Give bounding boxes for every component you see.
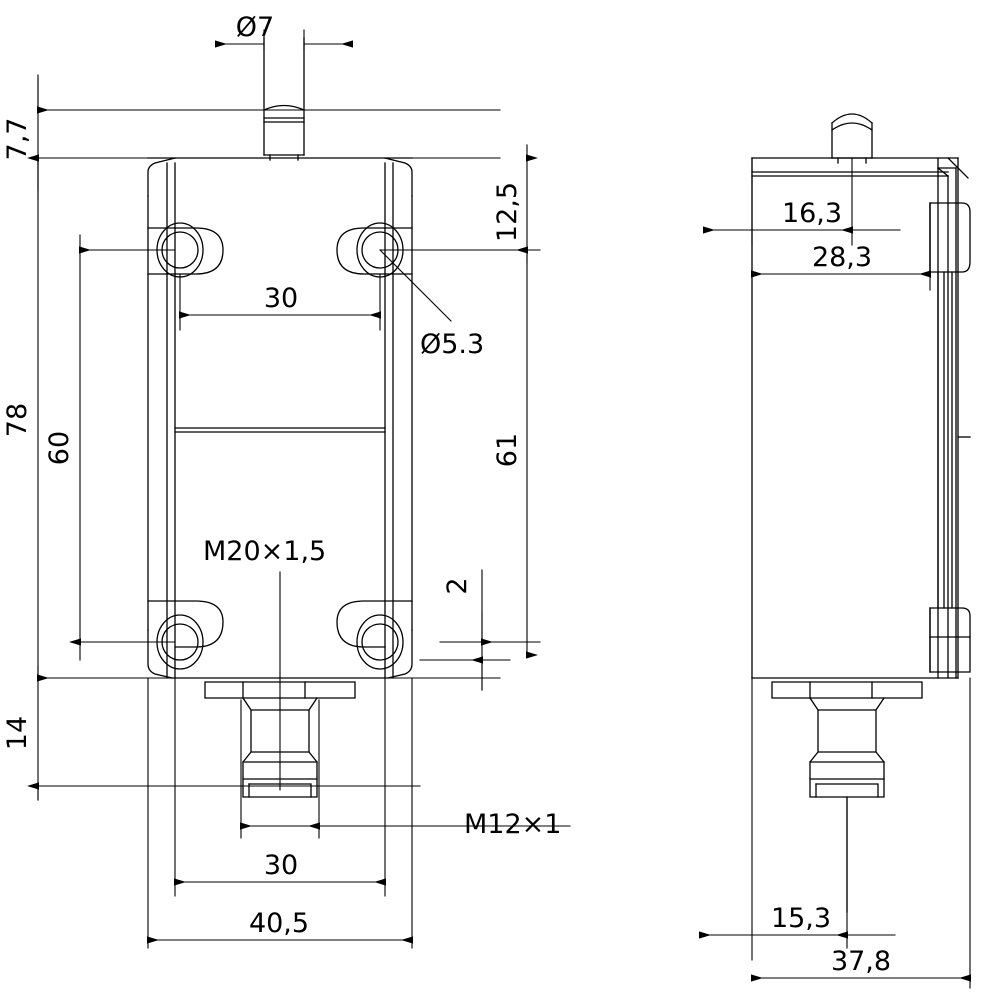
- dim-body-height: 61: [492, 433, 523, 467]
- dim-bottom-edge-offset: 2: [442, 577, 473, 594]
- connector-block-lower: [929, 607, 971, 673]
- dim-plunger-height: 7,7: [2, 118, 33, 161]
- dim-top-offset: 12,5: [492, 182, 523, 242]
- dimension-texts: Ø7 7,7 78 60 30 Ø5.3 12,5 61 2 14 M20×1,…: [2, 12, 891, 977]
- mounting-boss-bottom-right: [336, 600, 404, 670]
- front-view: [147, 37, 413, 798]
- connector-block-upper: [929, 202, 971, 273]
- dim-plunger-diameter: Ø7: [236, 12, 274, 43]
- label-thread-m20: M20×1,5: [203, 536, 326, 567]
- inner-rails: [147, 162, 413, 679]
- dim-side-connector-offset: 15,3: [771, 903, 831, 934]
- dim-side-offset-top: 16,3: [782, 198, 842, 229]
- dim-body-width: 40,5: [249, 908, 309, 939]
- dimension-lines: [27, 29, 971, 989]
- plunger-actuator: [263, 37, 305, 161]
- label-thread-m12: M12×1: [464, 809, 561, 840]
- side-view: [751, 113, 971, 913]
- internal-ribs-side: [937, 271, 971, 609]
- dim-bottom-height: 14: [2, 716, 33, 750]
- body-outline-side: [751, 157, 969, 679]
- dim-side-width-upper: 28,3: [812, 242, 872, 273]
- dim-side-total-width: 37,8: [831, 946, 891, 977]
- dim-hole-spacing-vertical: 60: [44, 431, 75, 465]
- dim-hole-spacing-horizontal: 30: [264, 283, 298, 314]
- dim-mounting-hole-diameter: Ø5.3: [420, 329, 484, 360]
- dim-total-height: 78: [2, 403, 33, 437]
- connector-m12-front: [204, 681, 356, 798]
- dim-connector-spacing: 30: [264, 850, 298, 881]
- plunger-actuator-side: [831, 113, 873, 164]
